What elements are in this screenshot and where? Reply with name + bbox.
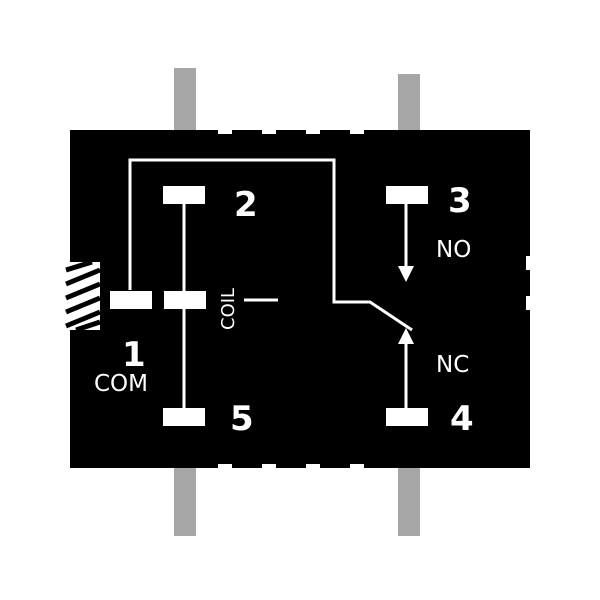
pin-2-number: 2 [234, 185, 258, 225]
pad-1-com [110, 291, 152, 309]
external-leads [174, 68, 420, 536]
lead-top-right [398, 74, 420, 134]
pin-5-number: 5 [230, 399, 254, 439]
edge-gaps [218, 130, 530, 468]
pad-2 [163, 186, 205, 204]
pad-coil-junction [164, 291, 206, 309]
pin-3-number: 3 [448, 181, 472, 221]
pin-4-number: 4 [450, 399, 474, 439]
no-arrow-icon [398, 266, 414, 282]
lead-top-left [174, 68, 196, 134]
pin-4-function: NC [436, 352, 469, 378]
lead-bottom-left [174, 466, 196, 536]
orientation-key-marker [65, 259, 101, 333]
pads [110, 186, 428, 426]
nc-arrow-icon [398, 328, 414, 344]
coil-label: COIL [218, 288, 239, 330]
pad-3-no [386, 186, 428, 204]
pad-4-nc [386, 408, 428, 426]
pin-1-function: COM [94, 371, 148, 397]
pin-3-function: NO [436, 237, 471, 263]
pin-1-number: 1 [122, 335, 146, 375]
com-wire [128, 158, 413, 332]
lead-bottom-right [398, 466, 420, 536]
pad-5 [163, 408, 205, 426]
